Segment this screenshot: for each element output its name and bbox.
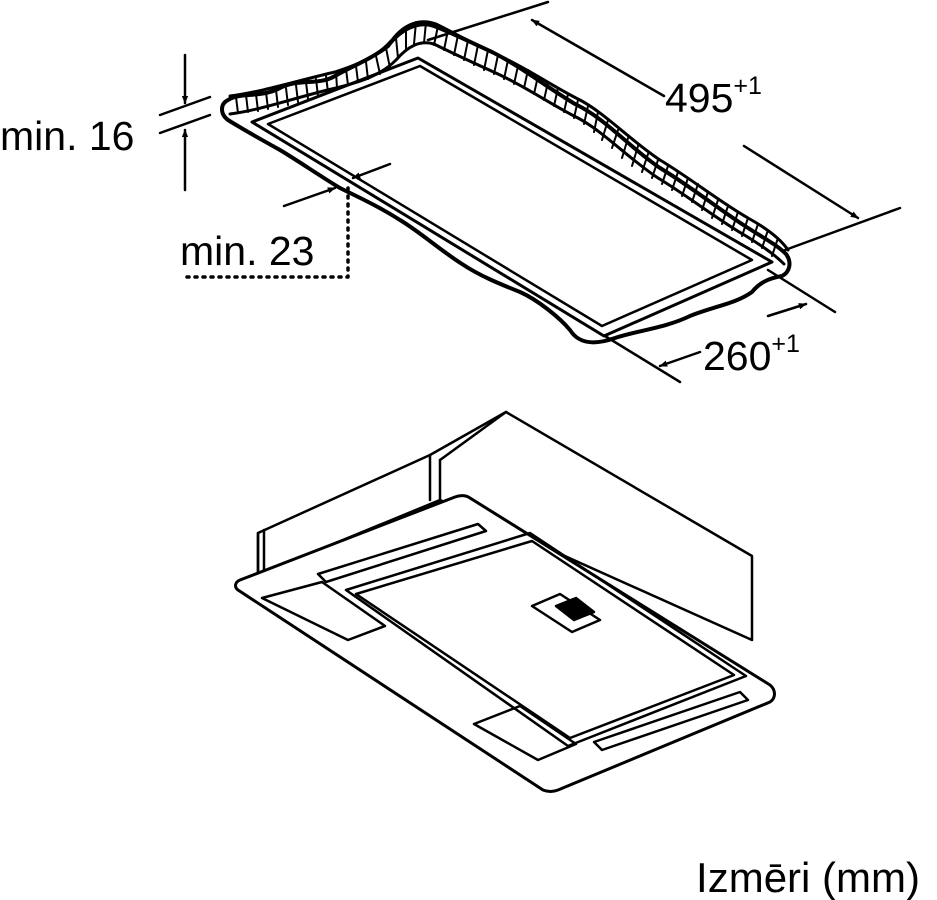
thickness-ext-bottom [158, 113, 212, 135]
board-hatching [235, 21, 779, 257]
cutout-opening-outer [250, 56, 774, 338]
width-arrow-left [658, 350, 702, 368]
hood-appliance [234, 410, 776, 793]
width-ext-2 [766, 268, 837, 314]
board-top-edge [228, 20, 790, 252]
cabinet-cutout [158, 0, 902, 384]
slider-switch [530, 592, 602, 634]
units-caption: Izmēri (mm) [696, 854, 920, 900]
light-panel-right [472, 704, 578, 762]
light-strip-right [592, 690, 750, 752]
length-ext-2 [783, 206, 902, 252]
length-ext-1 [426, 0, 550, 42]
length-dimension-label: 495+1 [665, 72, 762, 121]
edge-arrow-left [282, 186, 337, 208]
light-panel-left [260, 580, 387, 642]
min-thickness-label: min. 16 [0, 113, 134, 159]
length-dim-line-b [742, 144, 860, 220]
thickness-ext-top [158, 95, 212, 117]
width-ext-1 [603, 334, 682, 384]
housing-ridge [438, 410, 508, 462]
edge-dotted-leader [181, 186, 350, 279]
width-dimension-label: 260+1 [703, 330, 800, 379]
filter-frame-outer [344, 531, 748, 748]
length-dim-line-a [530, 18, 666, 98]
cabinet-board-outline [220, 22, 792, 345]
width-arrow-right [766, 302, 808, 318]
edge-arrow-right [351, 162, 392, 180]
filter-frame-inner [354, 539, 736, 740]
min-edge-label: min. 23 [180, 228, 314, 274]
cutout-opening-inner [266, 64, 754, 328]
control-strip [316, 522, 488, 584]
